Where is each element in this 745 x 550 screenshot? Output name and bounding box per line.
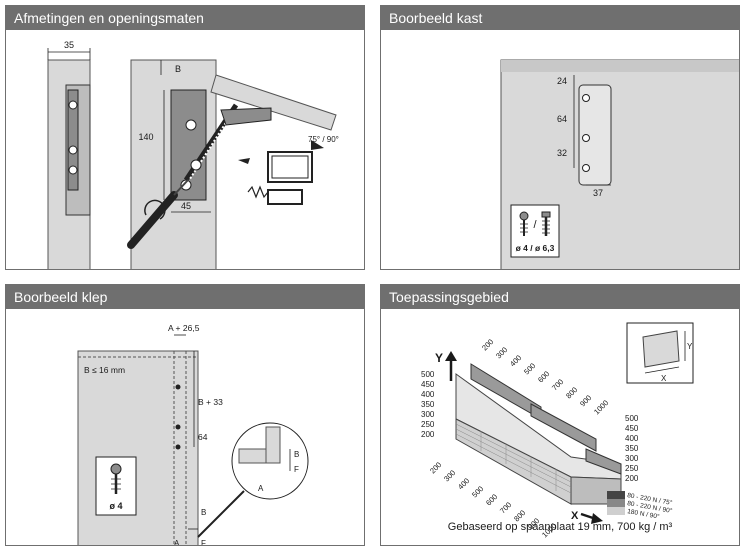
bottom-tick-3: 500 [470, 484, 485, 499]
panel-title-afmetingen: Afmetingen en openingsmaten [6, 6, 364, 30]
monitor-small-icon [267, 189, 303, 205]
afmetingen-drawing: 35 B 140 45 75° / 90° [47, 40, 339, 269]
dim-64-label: 64 [557, 114, 567, 124]
right-tick-1: 450 [625, 424, 639, 433]
right-tick-4: 300 [625, 454, 639, 463]
bottom-tick-5: 700 [498, 500, 513, 515]
detail-f-label: F [294, 465, 299, 474]
right-tick-5: 250 [625, 464, 639, 473]
screw-spec-box [510, 204, 560, 258]
toepassing-chart: Y 500 450 400 350 300 250 200 500 450 40… [421, 322, 694, 539]
top-tick-5: 700 [550, 377, 565, 392]
panel-title-kast: Boorbeeld kast [381, 6, 739, 30]
bottom-tick-1: 300 [442, 468, 457, 483]
dim-24-label: 24 [557, 76, 567, 86]
lid-panel [210, 74, 337, 131]
screw-diameter-label: ø 4 / ø 6,3 [516, 243, 555, 253]
bottom-tick-2: 400 [456, 476, 471, 491]
dim-64-klep-label: 64 [198, 432, 208, 442]
screw-large-icon [541, 211, 551, 236]
panel-title-toepassing: Toepassingsgebied [381, 285, 739, 309]
bottom-a-label: A [174, 539, 180, 546]
panel-klep: Boorbeeld klep A + 26,5 B ≤ 16 mm B + 33… [5, 284, 365, 546]
right-tick-2: 400 [625, 434, 639, 443]
flap-screw-icon [110, 463, 122, 494]
flap-screw-label: ø 4 [109, 501, 122, 511]
top-tick-1: 300 [494, 345, 509, 360]
y-tick-2: 400 [421, 390, 435, 399]
y-tick-6: 200 [421, 430, 435, 439]
bottom-tick-4: 600 [484, 492, 499, 507]
bottom-f-label: F [201, 539, 206, 546]
hinge-plate-left [67, 89, 79, 191]
rotate-arrow-icon [144, 199, 166, 220]
panel-toepassing: Toepassingsgebied Y 500 450 400 350 300 … [380, 284, 740, 546]
top-tick-2: 400 [508, 353, 523, 368]
y-tick-4: 300 [421, 410, 435, 419]
dim-32-label: 32 [557, 148, 567, 158]
screw-icon [519, 211, 529, 236]
dim-37-label: 37 [593, 188, 603, 198]
right-tick-6: 200 [625, 474, 639, 483]
bottom-b-label: B [201, 508, 206, 517]
screw-separator: / [533, 219, 537, 231]
panel-kast: Boorbeeld kast 24 64 32 37 / ø 4 / ø 6,3 [380, 5, 740, 270]
right-tick-0: 500 [625, 414, 639, 423]
y-tick-0: 500 [421, 370, 435, 379]
detail-a-label: A [258, 484, 264, 493]
top-tick-4: 600 [536, 369, 551, 384]
dim-a265-label: A + 26,5 [168, 323, 200, 333]
dim-140-label: 140 [138, 132, 153, 142]
top-tick-0: 200 [480, 337, 495, 352]
screwdriver-icon [127, 191, 178, 249]
top-tick-3: 500 [522, 361, 537, 376]
detail-pointer [197, 490, 245, 538]
x-axis-label: X [571, 510, 579, 522]
detail-b-label: B [294, 450, 299, 459]
right-tick-3: 350 [625, 444, 639, 453]
panel-title-klep: Boorbeeld klep [6, 285, 364, 309]
inset-y-label: Y [687, 342, 693, 351]
y-tick-3: 350 [421, 400, 435, 409]
top-tick-7: 900 [578, 393, 593, 408]
dim-b33-label: B + 33 [198, 397, 223, 407]
y-tick-5: 250 [421, 420, 435, 429]
y-tick-1: 450 [421, 380, 435, 389]
y-axis-label: Y [435, 351, 443, 365]
kast-drawing: 24 64 32 37 / ø 4 / ø 6,3 [500, 59, 739, 269]
legend: 80 - 220 N / 75° 80 - 220 N / 90° 180 N … [607, 491, 673, 521]
inset-x-label: X [661, 374, 667, 383]
dim-b-label: B [175, 64, 181, 74]
dim-b16-label: B ≤ 16 mm [84, 365, 125, 375]
angle-arrow-icon [311, 140, 324, 150]
spring-indicator-icon [238, 158, 250, 164]
dim-45-label: 45 [181, 201, 191, 211]
angle-label: 75° / 90° [308, 135, 339, 144]
chart-caption: Gebaseerd op spaanplaat 19 mm, 700 kg / … [447, 521, 673, 533]
top-tick-8: 1000 [592, 398, 610, 416]
panel-afmetingen: Afmetingen en openingsmaten 35 B 140 [5, 5, 365, 270]
top-tick-6: 800 [564, 385, 579, 400]
klep-drawing: A + 26,5 B ≤ 16 mm B + 33 64 ø 4 B F A B… [77, 323, 309, 546]
bottom-tick-0: 200 [428, 460, 443, 475]
dim-35-label: 35 [64, 40, 74, 50]
